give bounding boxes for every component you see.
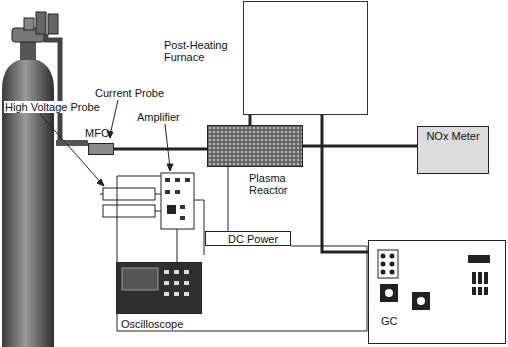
- node-label: DC Power: [228, 233, 290, 245]
- gc-device: [378, 250, 490, 310]
- node-label: MFC: [85, 127, 125, 139]
- connector-line: [114, 148, 207, 151]
- oscilloscope-box: Oscilloscope: [116, 262, 202, 314]
- oscilloscope-body: [116, 262, 202, 314]
- node-label: Post-Heating Furnace: [164, 39, 240, 63]
- oscilloscope-body: [117, 263, 201, 313]
- power-wire: [228, 167, 229, 231]
- connector-line: [228, 167, 229, 231]
- probe-boxes: [103, 188, 161, 217]
- amplifier-label: Amplifier: [136, 111, 181, 123]
- amplifier-device: [161, 173, 194, 229]
- connector-line: [322, 115, 368, 252]
- probe-label: High Voltage Probe: [4, 101, 101, 113]
- node-label: NOx Meter: [418, 130, 488, 142]
- plasma-reactor-box: Plasma Reactor: [207, 125, 303, 167]
- gas-line: [322, 115, 368, 252]
- mfc-box: MFC: [88, 143, 114, 155]
- gas-line: [250, 115, 251, 125]
- gas-line: [114, 149, 207, 150]
- gas-cylinder: [2, 12, 88, 347]
- furnace-box: Post-Heating Furnace: [243, 1, 368, 115]
- connector-line: [249, 115, 252, 125]
- oscilloscope-device: [122, 268, 189, 296]
- gas-line: [303, 146, 417, 147]
- node-label: Plasma Reactor: [249, 172, 304, 196]
- dc-power-box: DC Power: [205, 231, 291, 246]
- probe-label: Current Probe: [94, 87, 165, 99]
- connector-line: [303, 145, 417, 148]
- nox-meter-box: NOx Meter: [417, 126, 489, 174]
- gc-box: GC: [368, 240, 506, 344]
- node-label: GC: [381, 315, 411, 327]
- node-label: Oscilloscope: [121, 318, 205, 330]
